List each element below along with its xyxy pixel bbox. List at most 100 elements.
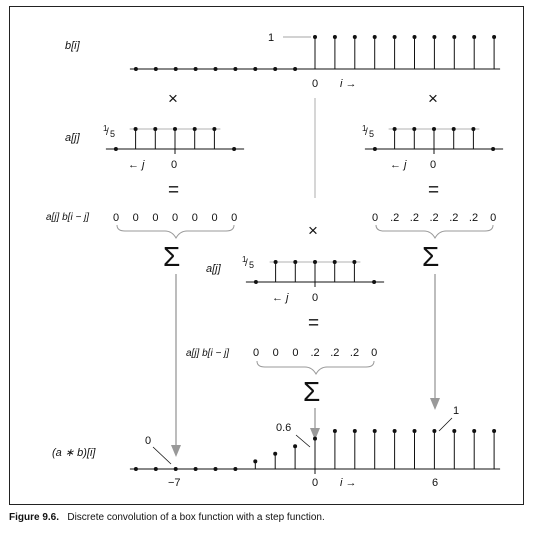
sample-dot (332, 35, 337, 39)
product-value: .2 (311, 347, 320, 359)
svg-text:5: 5 (110, 129, 115, 139)
fifth-label-left: 1 / 5 (103, 124, 115, 139)
sample-dot (173, 127, 177, 131)
product-value: 0 (113, 212, 119, 224)
sample-dot (372, 35, 377, 39)
sample-dot (273, 451, 278, 456)
svg-text:5: 5 (249, 260, 254, 270)
label-a-j-left: a[j] (65, 132, 81, 144)
sample-dot (153, 467, 158, 471)
equals-sign-middle: = (308, 313, 319, 334)
label-result: (a ∗ b)[i] (52, 447, 96, 459)
sample-dot (133, 127, 138, 131)
sample-dot (412, 127, 417, 131)
times-sign-left: × (168, 89, 178, 108)
sample-dot (471, 127, 476, 131)
product-value: 0 (371, 347, 377, 359)
step-signal-b (129, 35, 501, 71)
sample-dot (153, 127, 158, 131)
sample-dot (432, 35, 437, 39)
sigma-middle: Σ (303, 376, 320, 407)
annotation-zero-pointer (152, 446, 172, 465)
sample-dot (332, 429, 337, 433)
sample-dot (233, 467, 238, 471)
i-axis-label-bottom: i → (340, 477, 357, 489)
product-value: 0 (172, 212, 178, 224)
sample-dot (372, 429, 377, 433)
sample-dot (472, 429, 477, 433)
sample-dot (372, 280, 377, 284)
sigma-right: Σ (422, 241, 439, 272)
sample-dot (233, 67, 238, 71)
sample-dot (313, 35, 317, 39)
svg-text:1: 1 (362, 124, 367, 133)
product-value: 0 (133, 212, 139, 224)
sample-dot (332, 260, 337, 264)
sample-dot (451, 127, 456, 131)
box-signal-a-right (364, 127, 504, 154)
sample-dot (313, 436, 317, 441)
sample-dot (253, 459, 258, 464)
product-value: 0 (152, 212, 158, 224)
j-axis-label-right: ← j (390, 159, 407, 171)
sample-dot (392, 127, 397, 131)
sample-dot (253, 280, 258, 284)
b-origin-label: 0 (312, 78, 318, 90)
sample-dot (293, 444, 298, 449)
sample-dot (193, 467, 198, 471)
equals-sign-left: = (168, 180, 179, 201)
product-value: 0 (372, 212, 378, 224)
annotation-zero: 0 (145, 435, 151, 447)
sample-dot (232, 147, 237, 151)
fifth-label-right: 1 / 5 (362, 124, 374, 139)
sample-dot (472, 35, 477, 39)
figure-border (9, 6, 524, 505)
product-value: .2 (469, 212, 478, 224)
sample-dot (492, 429, 497, 433)
result-tick-six: 6 (432, 477, 438, 489)
sample-dot (253, 67, 258, 71)
product-value: 0 (490, 212, 496, 224)
sample-dot (352, 35, 357, 39)
figure-caption: Figure 9.6. Discrete convolution of a bo… (9, 512, 325, 523)
product-value: .2 (430, 212, 439, 224)
times-sign-right: × (428, 89, 438, 108)
sample-dot (173, 467, 178, 471)
a-origin-middle: 0 (312, 292, 318, 304)
a-origin-left: 0 (171, 159, 177, 171)
sample-dot (491, 147, 496, 151)
a-origin-right: 0 (430, 159, 436, 171)
svg-text:/: / (365, 127, 368, 138)
product-value: 0 (292, 347, 298, 359)
product-value: .2 (350, 347, 359, 359)
sample-dot (432, 429, 437, 433)
sample-dot (153, 67, 158, 71)
sum-arrows (171, 274, 440, 457)
product-value: 0 (192, 212, 198, 224)
product-value: 0 (253, 347, 259, 359)
label-product-left: a[j] b[i − j] (46, 212, 89, 223)
sample-dot (432, 127, 436, 131)
sigma-left: Σ (163, 241, 180, 272)
label-b-i: b[i] (65, 40, 81, 52)
sample-dot (193, 67, 198, 71)
sample-dot (173, 67, 178, 71)
brace-right (375, 224, 494, 240)
sample-dot (212, 127, 217, 131)
times-sign-middle: × (308, 221, 318, 240)
sample-dot (293, 67, 298, 71)
product-value: 0 (211, 212, 217, 224)
sample-dot (412, 429, 417, 433)
sample-dot (213, 467, 218, 471)
sample-dot (392, 429, 397, 433)
sample-dot (452, 35, 457, 39)
caption-text: Discrete convolution of a box function w… (67, 512, 325, 523)
svg-text:/: / (106, 127, 109, 138)
annotation-one: 1 (453, 405, 459, 417)
level-one-label: 1 (268, 32, 274, 44)
sample-dot (133, 467, 138, 471)
convolution-result (129, 429, 501, 474)
